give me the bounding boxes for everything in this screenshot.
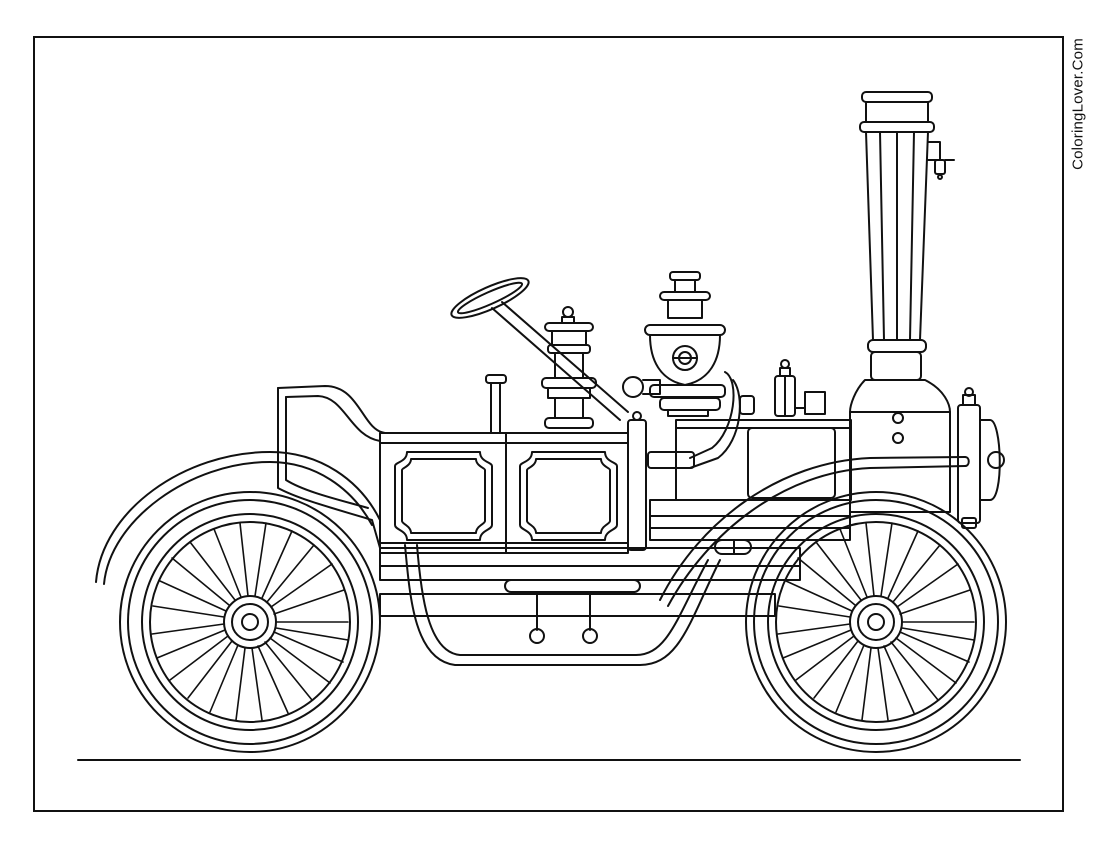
chassis (380, 545, 800, 665)
lever-post (486, 375, 506, 433)
pump-housing (650, 420, 851, 554)
rear-wheel (120, 492, 380, 752)
boiler (850, 352, 1004, 528)
gauge-fitting (775, 360, 825, 416)
steering-wheel (447, 271, 628, 420)
page-border (33, 36, 1064, 812)
front-post (628, 412, 646, 550)
front-wheel (746, 492, 1006, 752)
front-wheel-spokes (778, 523, 974, 720)
air-chamber (623, 272, 725, 416)
pump-column-left (542, 307, 596, 428)
smokestack (860, 92, 954, 352)
rear-wheel-spokes (152, 523, 348, 720)
body-box (380, 433, 628, 553)
fenders (96, 452, 969, 606)
discharge-hose (648, 372, 754, 468)
